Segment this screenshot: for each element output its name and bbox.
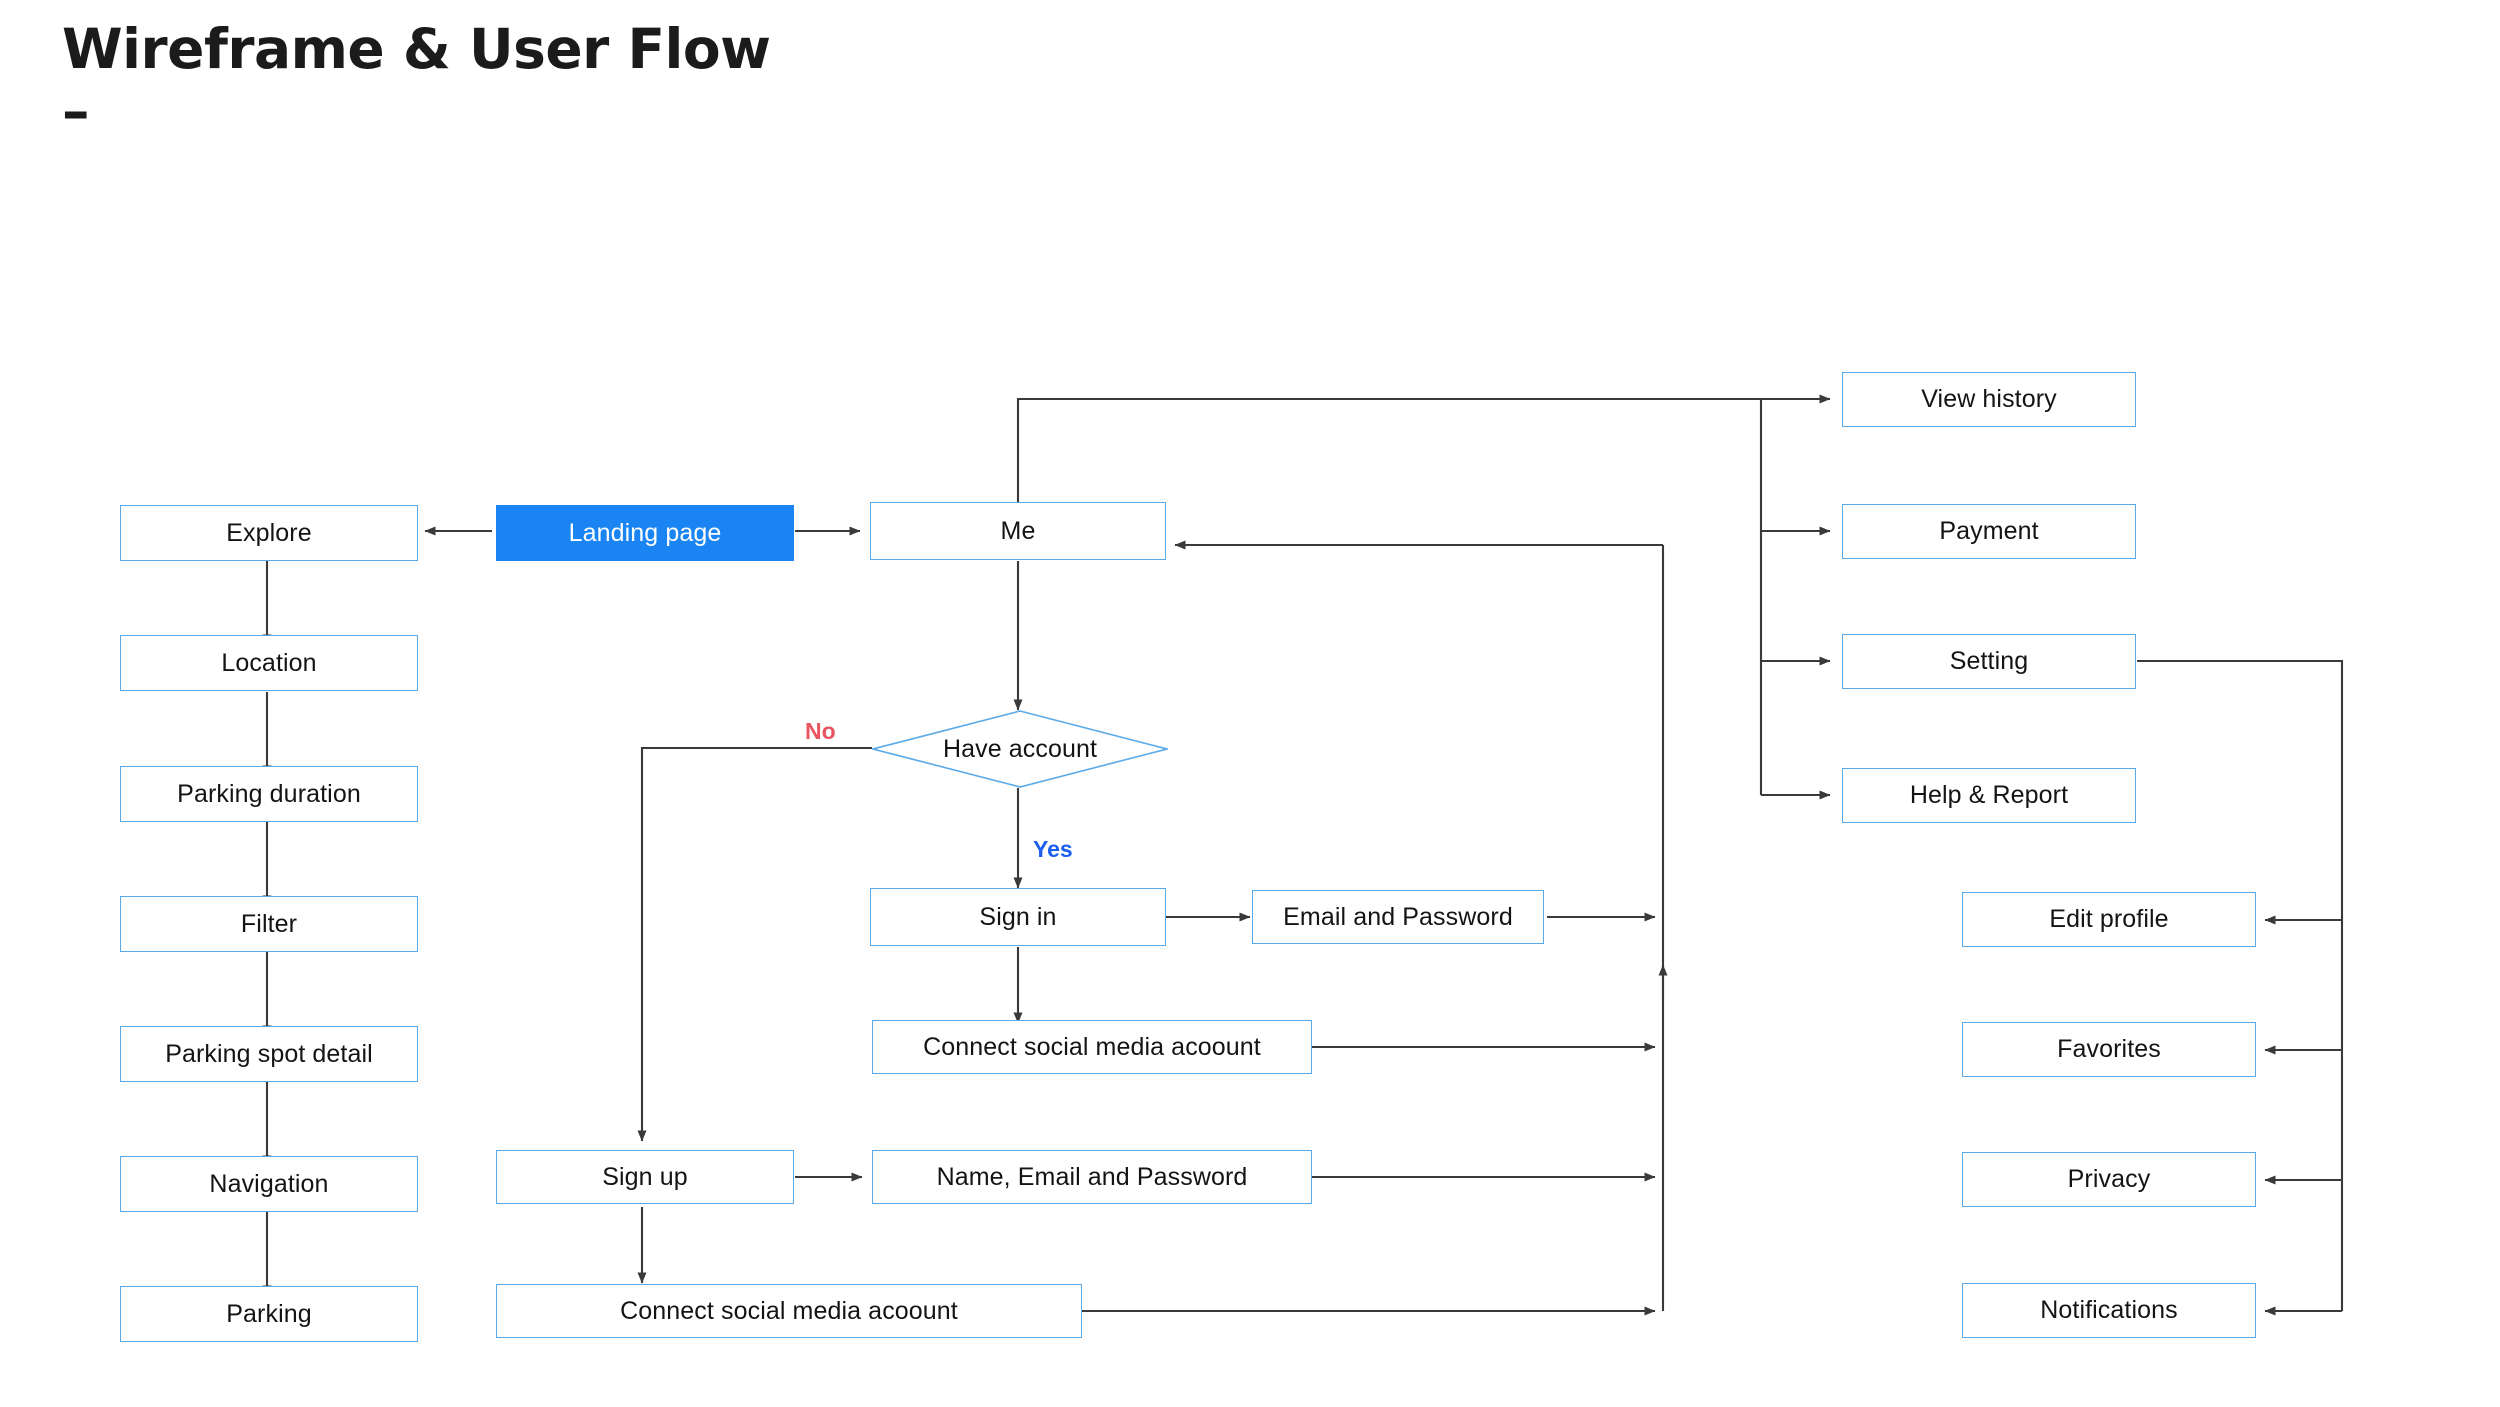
node-name-email-and-password-label: Name, Email and Password: [936, 1162, 1248, 1191]
node-sign-up-label: Sign up: [602, 1162, 688, 1191]
node-notifications[interactable]: Notifications: [1962, 1283, 2256, 1338]
node-navigation-label: Navigation: [209, 1169, 329, 1198]
node-parking-duration[interactable]: Parking duration: [120, 766, 418, 822]
node-email-and-password-label: Email and Password: [1283, 902, 1513, 931]
node-me[interactable]: Me: [870, 502, 1166, 560]
node-name-email-and-password[interactable]: Name, Email and Password: [872, 1150, 1312, 1204]
node-sign-in-label: Sign in: [979, 902, 1057, 931]
node-sign-up[interactable]: Sign up: [496, 1150, 794, 1204]
node-setting[interactable]: Setting: [1842, 634, 2136, 689]
node-help-and-report-label: Help & Report: [1909, 781, 2069, 809]
node-location-label: Location: [221, 648, 317, 677]
node-view-history-label: View history: [1921, 385, 2057, 413]
node-payment-label: Payment: [1939, 517, 2039, 545]
node-notifications-label: Notifications: [2040, 1296, 2178, 1324]
node-setting-label: Setting: [1949, 647, 2029, 675]
node-filter-label: Filter: [240, 909, 298, 938]
node-have-account[interactable]: Have account: [872, 710, 1168, 788]
node-navigation[interactable]: Navigation: [120, 1156, 418, 1212]
page-title: Wireframe & User Flow: [62, 17, 771, 81]
node-explore-label: Explore: [226, 518, 312, 547]
node-location[interactable]: Location: [120, 635, 418, 691]
edge-haveaccount-no-to-signup: [637, 746, 872, 1142]
node-filter[interactable]: Filter: [120, 896, 418, 952]
node-parking[interactable]: Parking: [120, 1286, 418, 1342]
node-connect-social-media-signin-label: Connect social media acoount: [923, 1032, 1261, 1061]
node-sign-in[interactable]: Sign in: [870, 888, 1166, 946]
edge-label-yes: Yes: [1033, 836, 1073, 862]
node-landing-page-label: Landing page: [568, 518, 722, 547]
node-landing-page[interactable]: Landing page: [496, 505, 794, 561]
node-payment[interactable]: Payment: [1842, 504, 2136, 559]
node-connect-social-media-signin[interactable]: Connect social media acoount: [872, 1020, 1312, 1074]
node-privacy-label: Privacy: [2067, 1165, 2151, 1193]
edge-me-to-right-bus: [1016, 397, 1761, 502]
node-have-account-label: Have account: [942, 734, 1098, 763]
diamond-shape: [872, 710, 1168, 788]
node-favorites[interactable]: Favorites: [1962, 1022, 2256, 1077]
node-parking-duration-label: Parking duration: [177, 779, 361, 808]
node-favorites-label: Favorites: [2057, 1035, 2161, 1063]
title-dash: –: [62, 79, 90, 144]
node-connect-social-media-signup-label: Connect social media acoount: [620, 1296, 958, 1325]
edge-setting-to-settings-bus: [2137, 659, 2344, 1311]
edge-label-no: No: [805, 718, 836, 744]
node-email-and-password[interactable]: Email and Password: [1252, 890, 1544, 944]
node-me-label: Me: [1000, 516, 1036, 545]
node-edit-profile[interactable]: Edit profile: [1962, 892, 2256, 947]
node-parking-spot-detail[interactable]: Parking spot detail: [120, 1026, 418, 1082]
title-block: Wireframe & User Flow –: [62, 20, 1262, 139]
node-help-and-report[interactable]: Help & Report: [1842, 768, 2136, 823]
node-explore[interactable]: Explore: [120, 505, 418, 561]
node-parking-spot-detail-label: Parking spot detail: [165, 1039, 373, 1068]
node-parking-label: Parking: [226, 1299, 312, 1328]
node-view-history[interactable]: View history: [1842, 372, 2136, 427]
node-privacy[interactable]: Privacy: [1962, 1152, 2256, 1207]
node-edit-profile-label: Edit profile: [2049, 905, 2169, 933]
node-connect-social-media-signup[interactable]: Connect social media acoount: [496, 1284, 1082, 1338]
